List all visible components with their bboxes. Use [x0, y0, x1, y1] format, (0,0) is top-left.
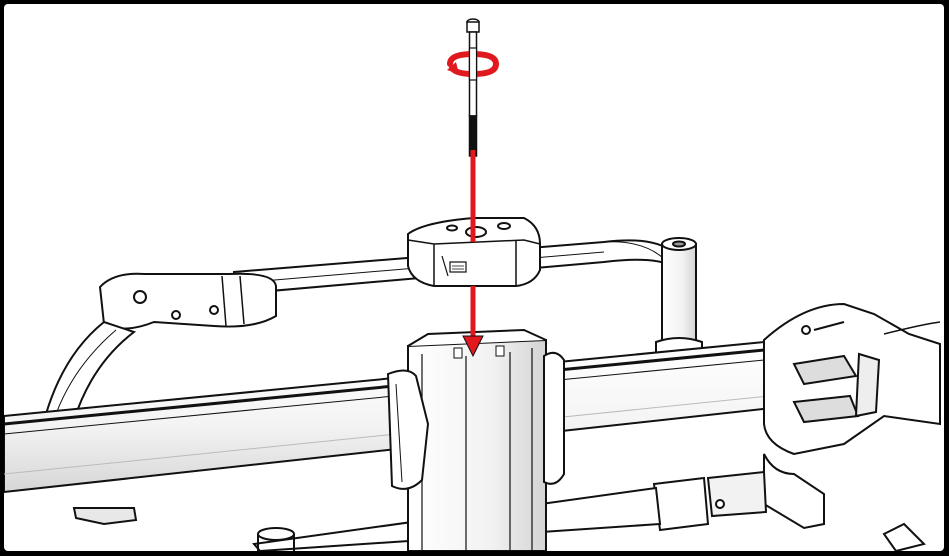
- rotate-clockwise-icon: [447, 47, 500, 81]
- arrow-down-icon: [462, 150, 484, 358]
- bolt: [466, 18, 480, 157]
- right-beam-clamp: [652, 302, 941, 551]
- assembly-diagram-svg: [4, 18, 941, 551]
- assembly-illustration: [4, 4, 944, 551]
- clamp-block: [407, 217, 541, 287]
- upright-mast: [386, 328, 565, 551]
